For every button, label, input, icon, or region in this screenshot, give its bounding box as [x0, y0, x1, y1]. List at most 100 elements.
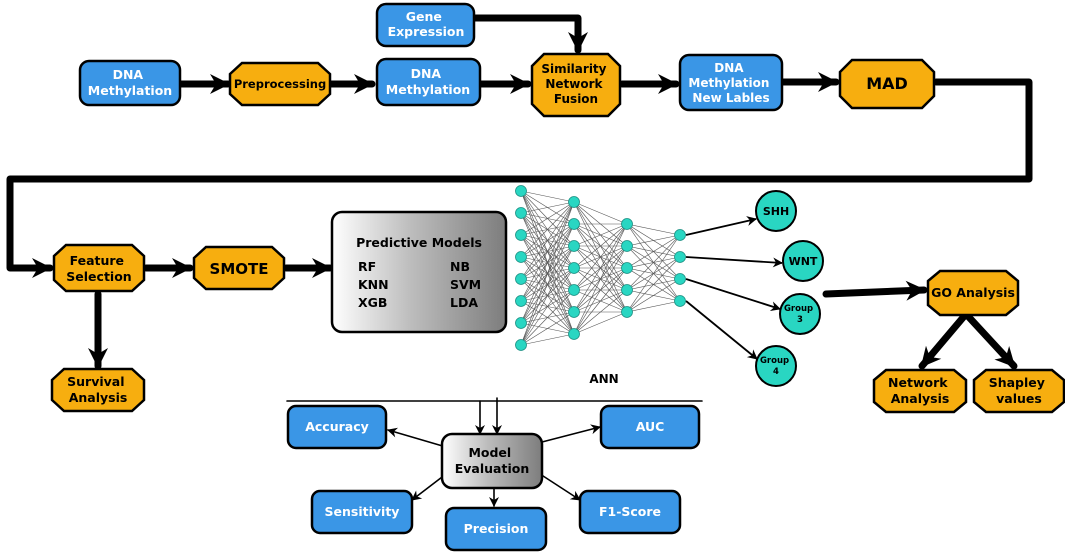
ann-neuron-layer-1 [515, 229, 527, 241]
similarity-network-fusion-box: Similarity Network Fusion [530, 52, 622, 118]
preprocessing-label: Preprocessing [234, 77, 326, 91]
ann-edge [520, 311, 575, 346]
output-wnt-label: WNT [789, 255, 818, 268]
ann-neuron-layer-1 [515, 339, 527, 351]
ann-edge [573, 223, 628, 247]
arrow-eval-to-auc [541, 424, 601, 443]
f1-score-label: F1-Score [599, 504, 661, 519]
svg-text:SHH: SHH [763, 205, 789, 218]
auc-label: AUC [636, 419, 665, 434]
ann-edge [520, 201, 575, 324]
svg-text:ANN: ANN [589, 372, 618, 386]
svg-text:Model Evaluation: Model Evaluation [455, 445, 530, 476]
ann-edge [520, 201, 575, 280]
snf-label-1: Similarity [541, 62, 606, 76]
ann-edge [626, 256, 681, 313]
ann-edge [520, 201, 575, 258]
svg-text:Precision: Precision [464, 521, 529, 536]
ann-neuron-layer-1 [515, 295, 527, 307]
ann-neuron-layer-3 [621, 240, 633, 252]
svg-text:DNA Methylation: DNA Methylation [386, 66, 470, 97]
ann-neuron-layer-4 [674, 229, 686, 241]
arrow-eval-to-accuracy [387, 427, 447, 448]
sensitivity-label: Sensitivity [325, 504, 400, 519]
snf-label-2: Network [545, 77, 603, 91]
svg-text:RF KNN XGB: RF KNN XGB NB SVM LDA [358, 259, 485, 310]
ann-edge [626, 234, 681, 291]
ann-edge [626, 234, 681, 269]
ann-edge [520, 201, 575, 236]
svg-text:Shapley values: Shapley values [989, 375, 1050, 406]
survival-analysis-box: Survival Analysis [50, 367, 146, 413]
ann-edge [520, 267, 575, 346]
model-svm: SVM [450, 277, 481, 292]
mad-label: MAD [866, 74, 908, 93]
arrow-eval-to-sensitivity [411, 473, 447, 501]
precision-label: Precision [464, 521, 529, 536]
ann-edge [520, 223, 575, 346]
model-knn: KNN [358, 277, 389, 292]
model-nb: NB [450, 259, 470, 274]
flow-arrows [6, 14, 1033, 507]
go-analysis-box: GO Analysis [926, 269, 1020, 317]
ann-neuron-layer-3 [621, 284, 633, 296]
ann-output-arrows [685, 216, 783, 360]
model-xgb: XGB [358, 295, 387, 310]
arrow-mad-to-feature-selection [6, 78, 1033, 278]
ann-neuron-layer-2 [568, 306, 580, 318]
new-labels-label-2: Methylation [688, 76, 769, 90]
ann-neuron-layer-1 [515, 185, 527, 197]
ann-neuron-layer-1 [515, 317, 527, 329]
svg-text:Group 4: Group 4 [760, 356, 792, 377]
ann-edge [626, 278, 681, 313]
arrow-outputs-to-go-analysis [822, 280, 928, 301]
ann-edge [573, 223, 628, 313]
dna-methylation-processed-label-2: Methylation [386, 82, 470, 97]
mad-box: MAD [838, 58, 936, 110]
ann-edge [520, 201, 575, 346]
arrow-go-to-network-analysis [918, 310, 970, 370]
go-analysis-label: GO Analysis [931, 285, 1015, 300]
svg-text:GO Analysis: GO Analysis [931, 285, 1015, 300]
ann-edge [573, 201, 628, 225]
svg-text:Predictive Models: Predictive Models [356, 235, 482, 250]
network-analysis-label-1: Network [888, 375, 948, 390]
ann-edge [573, 311, 628, 335]
smote-label: SMOTE [210, 260, 269, 278]
svg-text:Survival Analysis: Survival Analysis [67, 374, 129, 405]
ann-edge [520, 201, 575, 214]
ann-edge [520, 245, 575, 346]
svg-text:Group 3: Group 3 [784, 304, 816, 325]
ann-edge [520, 201, 575, 302]
model-evaluation-label-1: Model [468, 445, 511, 460]
ann-neuron-layer-1 [515, 207, 527, 219]
ann-neuron-layer-2 [568, 218, 580, 230]
ann-edge [573, 223, 628, 269]
dna-methylation-new-labels-box: DNA Methylation New Lables [678, 53, 784, 112]
ann-edge [626, 300, 681, 313]
ann-neuron-layer-4 [674, 295, 686, 307]
ann-edge [626, 234, 681, 313]
shapley-values-label-2: values [996, 391, 1042, 406]
ann-edge [573, 245, 628, 335]
output-wnt: WNT [782, 240, 824, 282]
svg-text:MAD: MAD [866, 74, 908, 93]
ann-neuron-layer-2 [568, 262, 580, 274]
svg-text:Preprocessing: Preprocessing [234, 77, 326, 91]
model-lda: LDA [450, 295, 478, 310]
ann-neuron-layer-2 [568, 284, 580, 296]
dna-methylation-input-box: DNA Methylation [78, 59, 182, 107]
svg-text:Feature Selection: Feature Selection [66, 253, 131, 284]
ann-neuron-layer-3 [621, 262, 633, 274]
ann-edge [626, 223, 681, 236]
ann-edge [573, 267, 628, 335]
svg-text:Similarity Network: Similarity Network Fusion [541, 62, 610, 106]
new-labels-label-1: DNA [714, 61, 744, 75]
dna-methylation-input-label-1: DNA [113, 67, 144, 82]
ann-neuron-layer-1 [515, 273, 527, 285]
ann-output-arrow [685, 278, 781, 312]
sensitivity-box: Sensitivity [310, 489, 414, 535]
ann-edge [520, 289, 575, 346]
